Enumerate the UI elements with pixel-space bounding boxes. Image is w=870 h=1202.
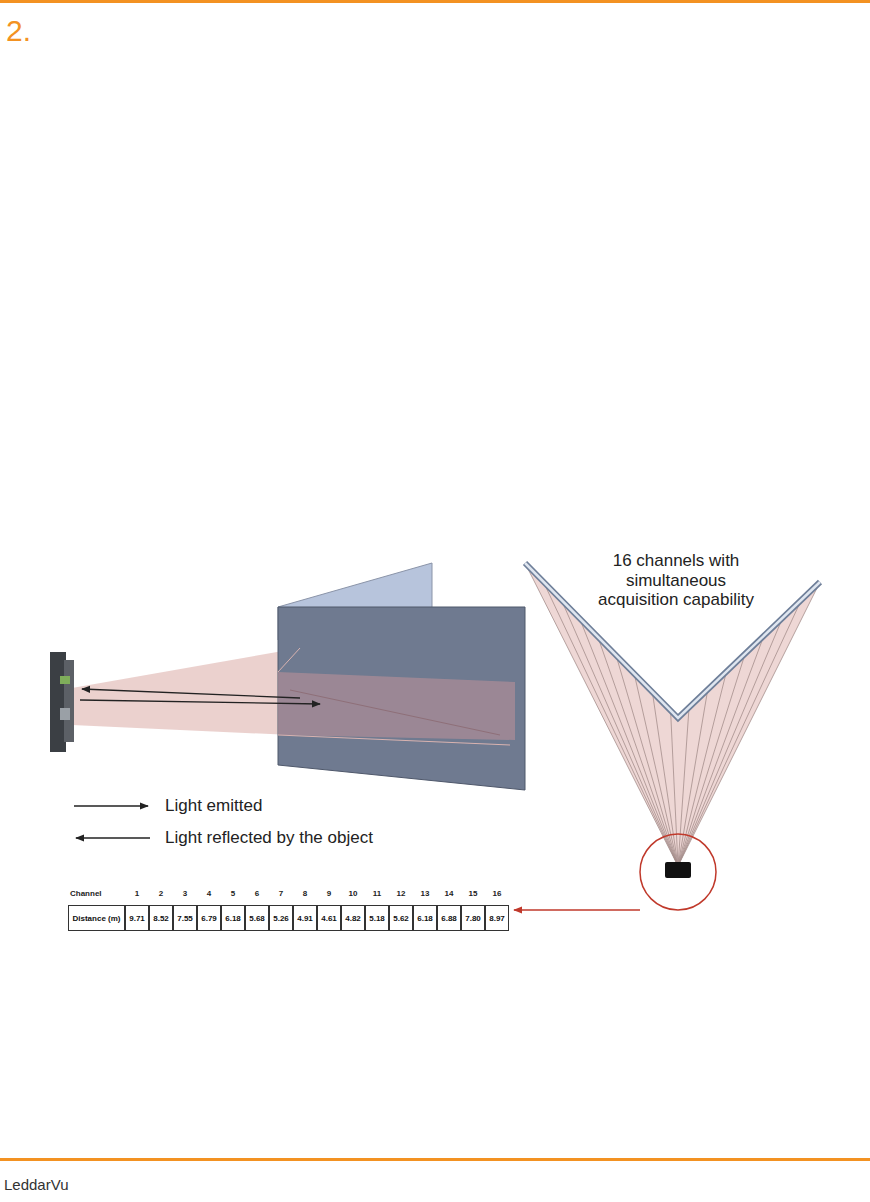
beam-edge — [278, 735, 510, 745]
channel-number: 5 — [221, 889, 245, 898]
channel-number: 4 — [197, 889, 221, 898]
channel-number: 7 — [269, 889, 293, 898]
channel-number: 6 — [245, 889, 269, 898]
footer-brand: LeddarVu — [4, 1176, 69, 1193]
top-rule — [0, 0, 870, 3]
sensor-body — [64, 660, 74, 742]
channel-ray — [678, 582, 820, 866]
channel-ray — [561, 600, 678, 866]
distance-value: 7.55 — [173, 905, 197, 931]
channel-number: 16 — [485, 889, 509, 898]
distance-value: 5.62 — [389, 905, 413, 931]
reflected-arrow — [82, 689, 300, 698]
distance-value: 4.61 — [317, 905, 341, 931]
legend-arrow — [76, 837, 150, 838]
distance-value: 5.18 — [365, 905, 389, 931]
callout-circle — [640, 834, 716, 910]
distance-value: 4.82 — [341, 905, 365, 931]
callout-arrow — [514, 909, 640, 911]
distance-value: 7.80 — [461, 905, 485, 931]
channel-number: 15 — [461, 889, 485, 898]
distance-value: 6.18 — [413, 905, 437, 931]
table-header: Distance (m) — [68, 905, 125, 931]
distance-value: 5.26 — [269, 905, 293, 931]
channel-number: 3 — [173, 889, 197, 898]
channel-number: 9 — [317, 889, 341, 898]
distance-value: 4.91 — [293, 905, 317, 931]
channel-ray — [678, 618, 783, 866]
sensor-board — [50, 652, 66, 752]
legend-text: Light reflected by the object — [165, 828, 373, 848]
channel-ray — [678, 600, 801, 866]
distance-value: 6.88 — [437, 905, 461, 931]
channel-number: 8 — [293, 889, 317, 898]
channel-number: 10 — [341, 889, 365, 898]
sensor-lens — [60, 708, 70, 720]
channel-ray — [634, 674, 678, 866]
channel-number: 14 — [437, 889, 461, 898]
legend-arrow — [74, 805, 148, 806]
lit-band — [278, 672, 515, 740]
sensor-icon — [665, 862, 691, 878]
distance-value: 5.68 — [245, 905, 269, 931]
bottom-rule — [0, 1158, 870, 1161]
distance-value: 8.97 — [485, 905, 509, 931]
channel-ray — [678, 636, 764, 866]
channel-number: 12 — [389, 889, 413, 898]
channel-ray — [598, 637, 678, 866]
channel-ray — [671, 710, 678, 866]
distance-value: 6.79 — [197, 905, 221, 931]
front-panel — [278, 607, 525, 790]
distance-value: 8.52 — [149, 905, 173, 931]
channel-number: 2 — [149, 889, 173, 898]
beam-edge — [278, 648, 300, 672]
table-header: Channel — [70, 889, 102, 898]
distance-value: 9.71 — [125, 905, 149, 931]
legend-text: Light emitted — [165, 796, 262, 816]
section-number: 2. — [6, 14, 31, 48]
annotation: 16 channels with simultaneous acquisitio… — [596, 551, 756, 610]
distance-value: 6.18 — [221, 905, 245, 931]
channel-ray — [580, 618, 678, 866]
beam-edge — [290, 690, 500, 735]
channel-number: 1 — [125, 889, 149, 898]
channel-number: 11 — [365, 889, 389, 898]
channel-number: 13 — [413, 889, 437, 898]
channel-ray — [543, 581, 678, 866]
emitted-arrow — [80, 700, 320, 704]
sensor-lens — [60, 676, 70, 684]
